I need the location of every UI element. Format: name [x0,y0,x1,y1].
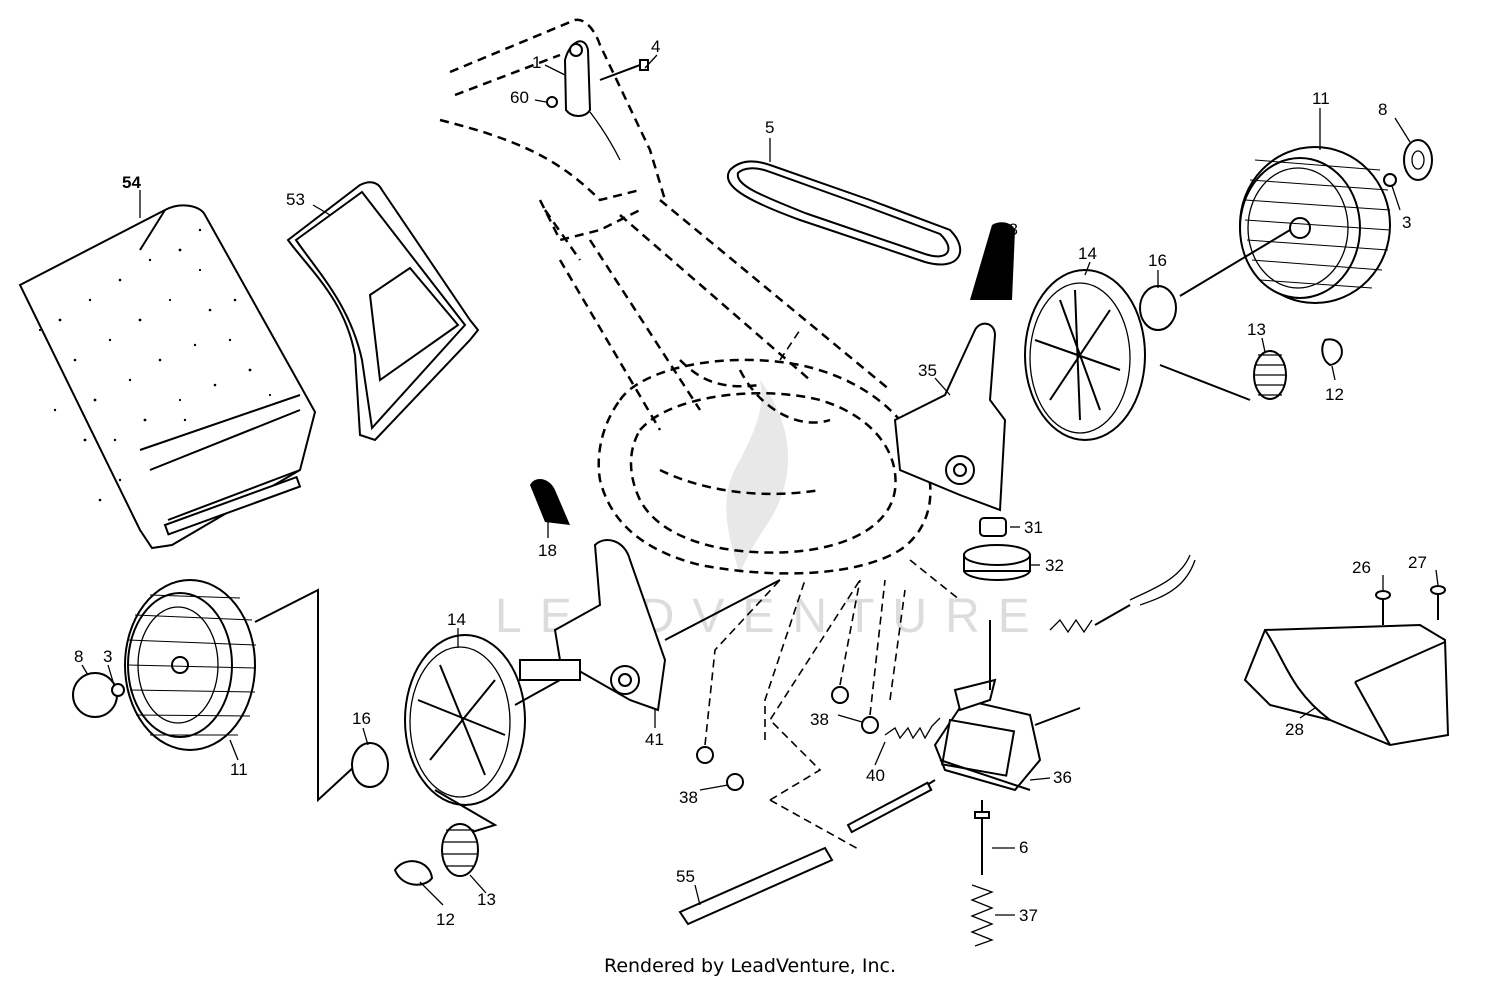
callout-11-left: 11 [230,760,248,779]
callout-12-right: 12 [1325,385,1344,404]
rear-wheel-right [1179,146,1391,304]
cap-31 [979,517,1007,537]
callout-14-right: 14 [1078,244,1097,263]
handle-assembly [439,18,891,431]
grip-left [530,478,570,525]
wheel-cover-right [1024,269,1146,441]
control-lever [563,40,621,161]
washer-left [351,742,389,788]
callout-53: 53 [286,190,305,209]
rear-wheel-left [124,579,357,803]
assembly-leader-lines [704,559,961,851]
callout-4: 4 [651,37,660,56]
callout-18-right: 18 [999,220,1018,239]
transmission [846,678,1081,834]
callout-8-right: 8 [1378,100,1387,119]
callout-41: 41 [645,730,664,749]
callout-36: 36 [1053,768,1072,787]
mower-deck-dashed [597,329,932,575]
callout-11-right: 11 [1312,89,1330,108]
callout-16-right: 16 [1148,251,1167,270]
callout-38-left: 38 [679,788,698,807]
callout-leaders [81,54,1439,916]
pinion-gear-left [393,789,498,886]
callout-28: 28 [1285,720,1304,739]
control-cable [989,554,1196,690]
callout-16-left: 16 [352,709,371,728]
axle-rod [678,846,834,926]
drive-belt [726,160,962,266]
pinion-gear-right [1159,338,1343,401]
callout-35: 35 [918,361,937,380]
callout-31: 31 [1024,518,1043,537]
callout-54: 54 [122,173,141,192]
cup-32 [963,544,1031,581]
spring-40 [884,717,941,740]
callout-3-right: 3 [1402,213,1411,232]
callout-12-left: 12 [436,910,455,929]
callout-18-left: 18 [538,541,557,560]
callout-8-left: 8 [74,647,83,666]
callout-26: 26 [1352,558,1371,577]
bag-frame [286,181,480,442]
callout-5: 5 [765,118,774,137]
callout-13-left: 13 [477,890,496,909]
callout-37: 37 [1019,906,1038,925]
height-adjuster-right [893,322,1007,512]
callout-27: 27 [1408,553,1427,572]
hubcap-right [1383,139,1433,187]
callout-14-left: 14 [447,610,466,629]
callout-40: 40 [866,766,885,785]
callout-60: 60 [510,88,529,107]
screw-and-nut [546,59,649,108]
callout-labels: 54 53 1 4 60 5 11 8 3 18 14 16 13 12 35 … [74,37,1427,929]
callout-13-right: 13 [1247,320,1266,339]
rear-skirt [1243,623,1450,747]
pin-and-spring [970,800,994,947]
callout-1: 1 [532,53,541,72]
hubcap-left [72,672,125,718]
callout-3-left: 3 [103,647,112,666]
callout-55: 55 [676,867,695,886]
footer-credit: Rendered by LeadVenture, Inc. [603,955,897,977]
washer-right [1139,285,1177,331]
callout-38-right: 38 [810,710,829,729]
grass-bag [18,204,317,550]
wheel-cover-left [404,634,561,806]
height-adjuster-left [519,539,781,712]
carriage-bolts [1375,585,1446,625]
callout-32: 32 [1045,556,1064,575]
grip-right [970,222,1015,300]
callout-6: 6 [1019,838,1028,857]
hex-nuts [696,686,879,791]
